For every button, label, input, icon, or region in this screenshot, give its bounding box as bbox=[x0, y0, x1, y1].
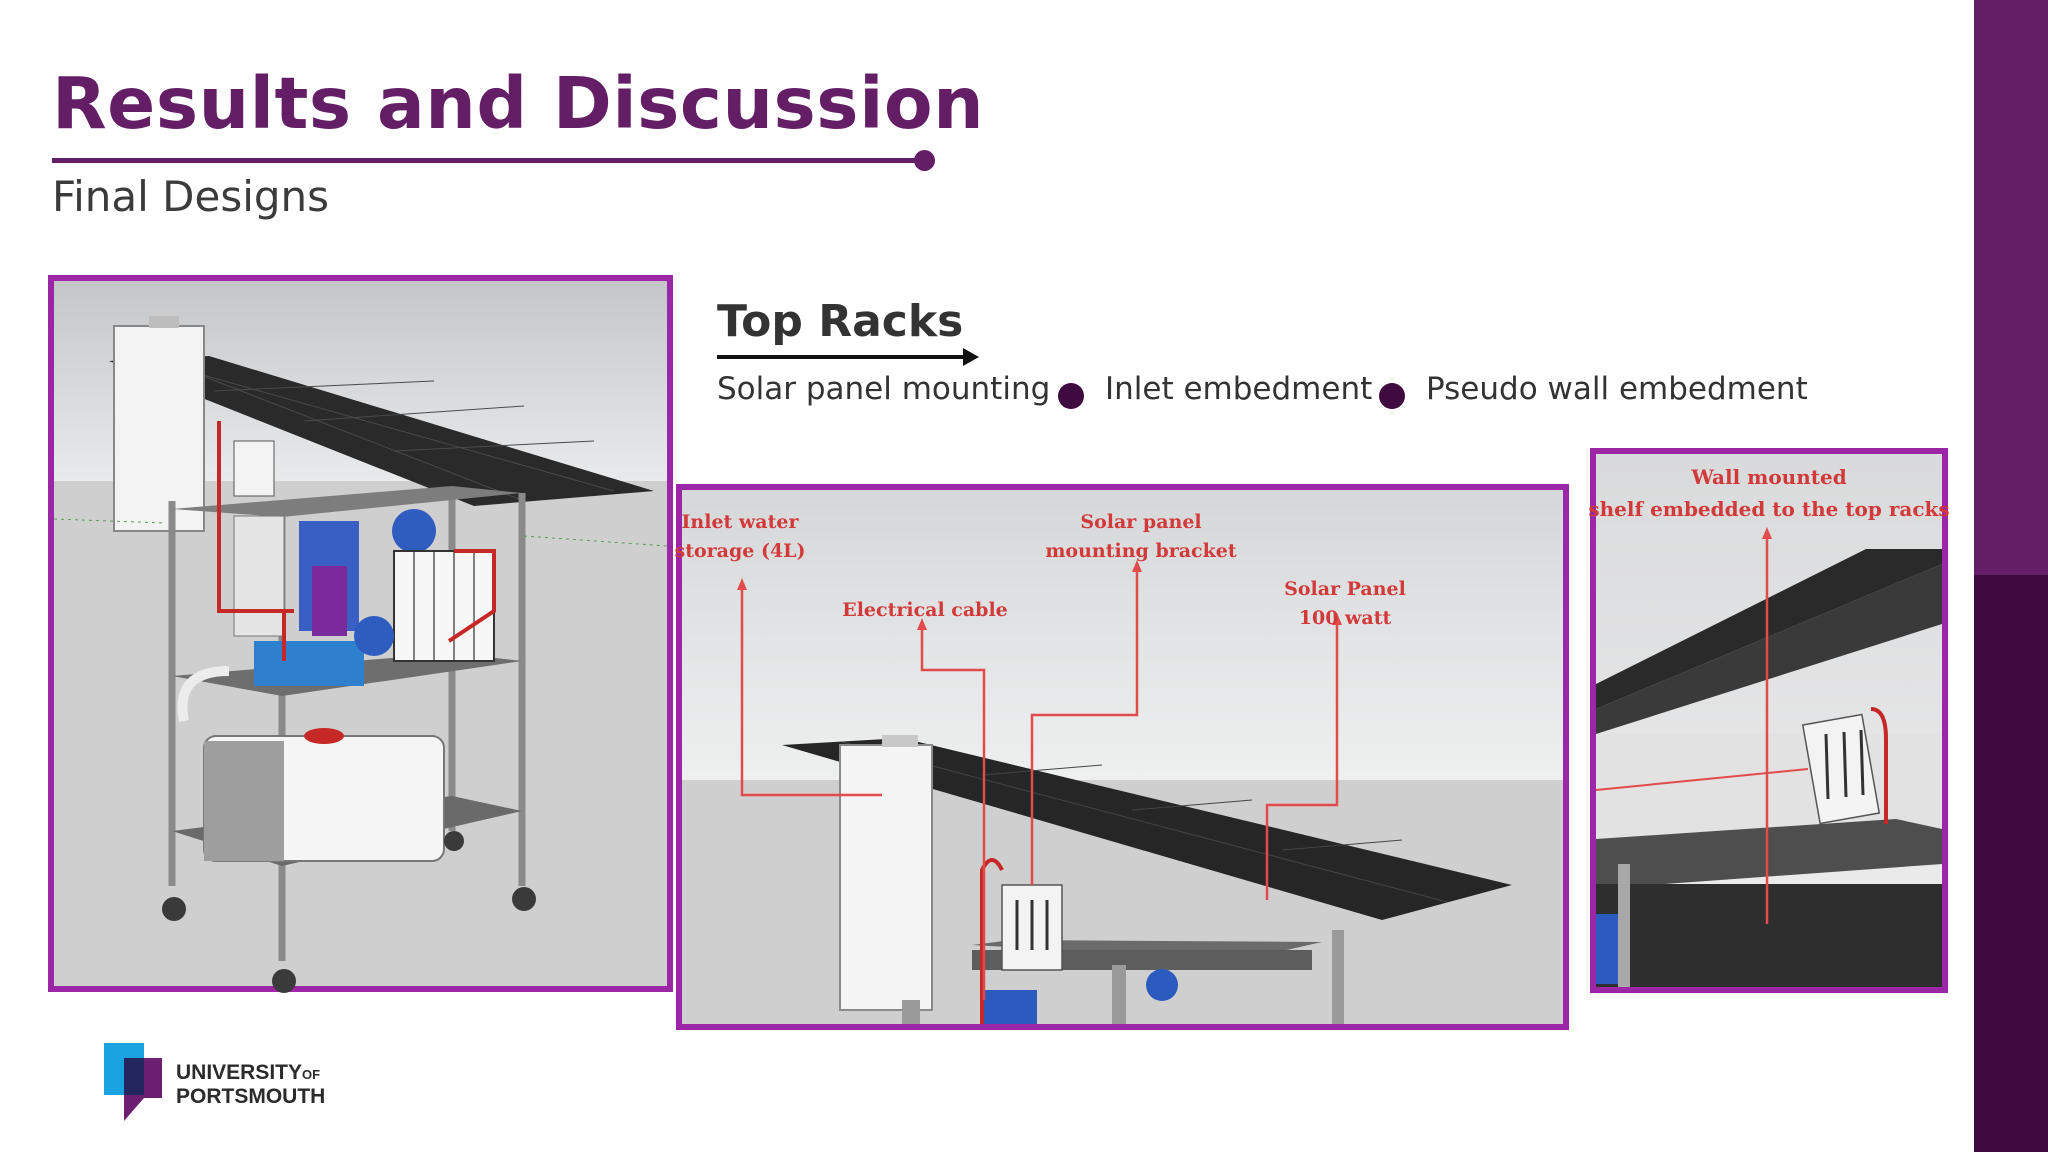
side-accent-bar-bottom bbox=[1974, 575, 2048, 1152]
university-logo-icon bbox=[104, 1043, 162, 1121]
university-logo: UNIVERSITYOF PORTSMOUTH bbox=[104, 1043, 334, 1123]
bullet-item-pseudo-wall-embedment: Pseudo wall embedment bbox=[1426, 371, 1808, 407]
callout-panel-line1: Solar Panel bbox=[1284, 578, 1406, 600]
side-accent-bar-top bbox=[1974, 0, 2048, 575]
section-heading: Top Racks bbox=[717, 296, 964, 347]
bullet-item-solar-panel-mounting: Solar panel mounting bbox=[717, 371, 1051, 407]
logo-text-line1: UNIVERSITYOF bbox=[176, 1061, 321, 1084]
bullet-dot-icon bbox=[1058, 383, 1084, 409]
wall-shelf-closeup-render: Wall mounted shelf embedded to the top r… bbox=[1588, 454, 1950, 987]
title-underline bbox=[52, 158, 924, 163]
bullet-dot-icon bbox=[1379, 383, 1405, 409]
callout-panel-line2: 100 watt bbox=[1299, 607, 1392, 629]
title-underline-dot bbox=[914, 150, 935, 171]
figure-wall-shelf-closeup: Wall mounted shelf embedded to the top r… bbox=[1588, 448, 1950, 993]
arrow-right-icon bbox=[717, 348, 979, 366]
solar-cart-3d-render bbox=[53, 281, 668, 993]
callout-wall-line1: Wall mounted bbox=[1690, 465, 1846, 489]
bullet-item-inlet-embedment: Inlet embedment bbox=[1105, 371, 1373, 407]
callout-inlet-line1: Inlet water bbox=[682, 511, 800, 533]
callout-cable: Electrical cable bbox=[842, 599, 1008, 621]
figure-top-rack-closeup: Inlet water storage (4L) Electrical cabl… bbox=[674, 484, 1569, 1030]
callout-inlet-line2: storage (4L) bbox=[674, 540, 805, 562]
page-subtitle: Final Designs bbox=[52, 172, 330, 221]
callout-wall-line2: shelf embedded to the top racks bbox=[1588, 497, 1949, 521]
top-rack-closeup-render: Inlet water storage (4L) Electrical cabl… bbox=[674, 490, 1563, 1024]
callout-bracket-line1: Solar panel bbox=[1080, 511, 1201, 533]
figure-cart-render bbox=[48, 275, 673, 993]
page-title: Results and Discussion bbox=[52, 62, 985, 145]
callout-bracket-line2: mounting bracket bbox=[1045, 540, 1237, 562]
logo-text-line2: PORTSMOUTH bbox=[176, 1085, 326, 1108]
